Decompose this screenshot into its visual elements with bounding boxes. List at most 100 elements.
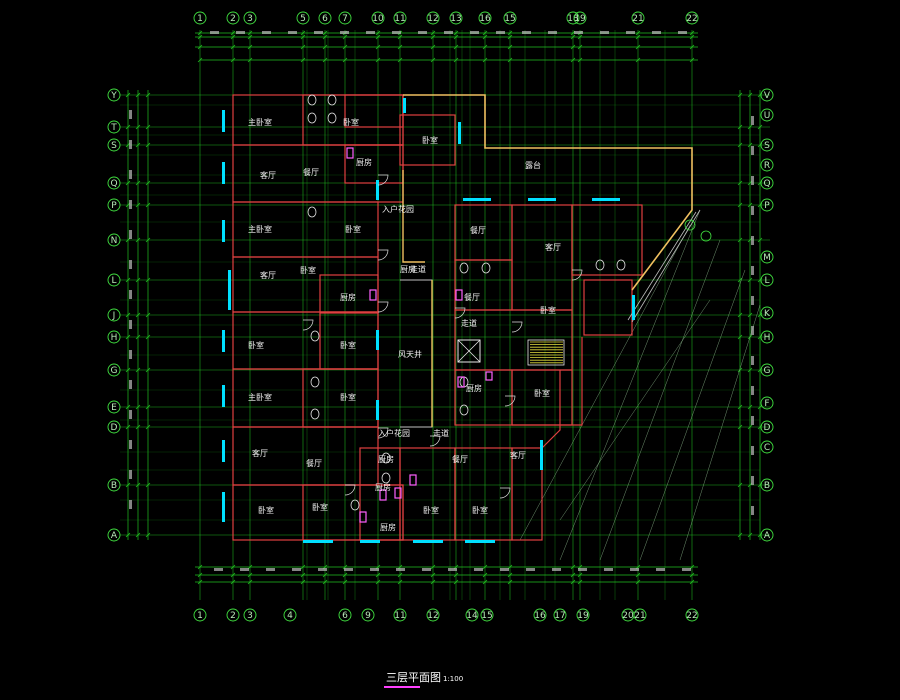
wall-segment (512, 337, 583, 426)
diagonal-grid-lines (519, 209, 761, 561)
dimension-tick (482, 34, 488, 40)
dimension-tick (737, 482, 743, 488)
axis-right-label: A (764, 531, 771, 541)
dimension-figure (418, 31, 427, 34)
dimension-tick (397, 34, 403, 40)
door-swing (377, 249, 389, 261)
axis-bottom-circle (283, 608, 297, 622)
dimension-tick (577, 572, 583, 578)
axis-top-label: 18 (567, 14, 579, 24)
dimension-tick (342, 44, 348, 50)
sanitary-fixture (381, 472, 391, 484)
dimension-figure (236, 31, 245, 34)
sanitary-fixture (381, 452, 391, 464)
axis-bottom-label: 3 (247, 611, 253, 621)
sanitary-fixture (307, 112, 317, 124)
dimension-tick (397, 44, 403, 50)
axis-bottom-circle (426, 608, 440, 622)
dimension-figure (366, 31, 375, 34)
windows (222, 98, 635, 543)
dimension-figure (318, 568, 327, 571)
dimension-tick (689, 572, 695, 578)
room-label: 卧室 (248, 340, 264, 350)
stair-outline (527, 339, 565, 366)
axis-top-label: 5 (300, 14, 306, 24)
dimension-figure (751, 116, 754, 125)
sanitary-fixture (310, 330, 320, 342)
axis-left-label: T (110, 123, 117, 133)
dimension-tick (375, 57, 381, 63)
dimension-tick (145, 532, 151, 538)
axis-bottom-label: 12 (427, 611, 438, 621)
diagonal-grid-line (639, 269, 746, 561)
window (222, 440, 225, 462)
dimension-figure (574, 31, 583, 34)
dimension-tick (135, 124, 141, 130)
dimension-tick (300, 57, 306, 63)
room-label: 卧室 (343, 117, 359, 127)
room-label: 厨房 (375, 482, 391, 492)
dimension-tick (430, 564, 436, 570)
dimension-tick (737, 202, 743, 208)
axis-top-label: 6 (322, 14, 328, 24)
dimension-figure (129, 170, 132, 179)
dimension-tick (635, 34, 641, 40)
room-label: 厨房 (356, 157, 372, 167)
sanitary-fixture (310, 376, 320, 388)
axis-bottom-label: 20 (622, 611, 634, 621)
room-label: 客厅 (260, 270, 276, 280)
kitchen-fixture (409, 474, 417, 486)
window (222, 110, 225, 132)
dimension-tick (342, 572, 348, 578)
dimension-tick (135, 202, 141, 208)
dimension-tick (125, 277, 131, 283)
dimension-tick (570, 579, 576, 585)
axis-diagonal-circle (700, 230, 712, 242)
dimension-tick (342, 34, 348, 40)
dimension-figure (474, 568, 483, 571)
dimension-figure (548, 31, 557, 34)
window (458, 122, 461, 144)
axis-top-label: 16 (479, 14, 491, 24)
dimension-tick (145, 424, 151, 430)
dimension-figure (751, 506, 754, 515)
room-label: 卧室 (258, 505, 274, 515)
dimension-tick (375, 579, 381, 585)
dimension-tick (230, 57, 236, 63)
kitchen-fixture (455, 289, 463, 301)
axis-left-circle (107, 138, 121, 152)
axis-right-label: U (764, 111, 771, 121)
dimension-figure (552, 568, 561, 571)
sanitary-fixture (459, 404, 469, 416)
axis-right-circle (760, 158, 774, 172)
dimension-tick (197, 572, 203, 578)
dimension-tick (322, 44, 328, 50)
axis-top-label: 22 (686, 14, 697, 24)
dimension-tick (125, 482, 131, 488)
dimension-figure (751, 356, 754, 365)
room-label: 卧室 (345, 224, 361, 234)
axis-left-label: H (111, 333, 118, 343)
axis-bottom-circle (465, 608, 479, 622)
dimension-tick (247, 30, 253, 36)
axis-top-circle (393, 11, 407, 25)
dimension-tick (507, 34, 513, 40)
dimension-tick (453, 30, 459, 36)
dimension-figure (214, 568, 223, 571)
window (376, 400, 379, 420)
dimension-tick (145, 124, 151, 130)
dimension-tick (197, 564, 203, 570)
dimension-tick (300, 30, 306, 36)
room-label: 卧室 (312, 502, 328, 512)
dimension-tick (737, 404, 743, 410)
dimension-figure (392, 31, 401, 34)
axis-bottom-circle (243, 608, 257, 622)
axis-right-circle (760, 108, 774, 122)
sanitary-fixture (307, 206, 317, 218)
drawing-title: 三层平面图 (386, 671, 441, 684)
wall-segment (302, 368, 379, 428)
axis-right-circle (760, 88, 774, 102)
